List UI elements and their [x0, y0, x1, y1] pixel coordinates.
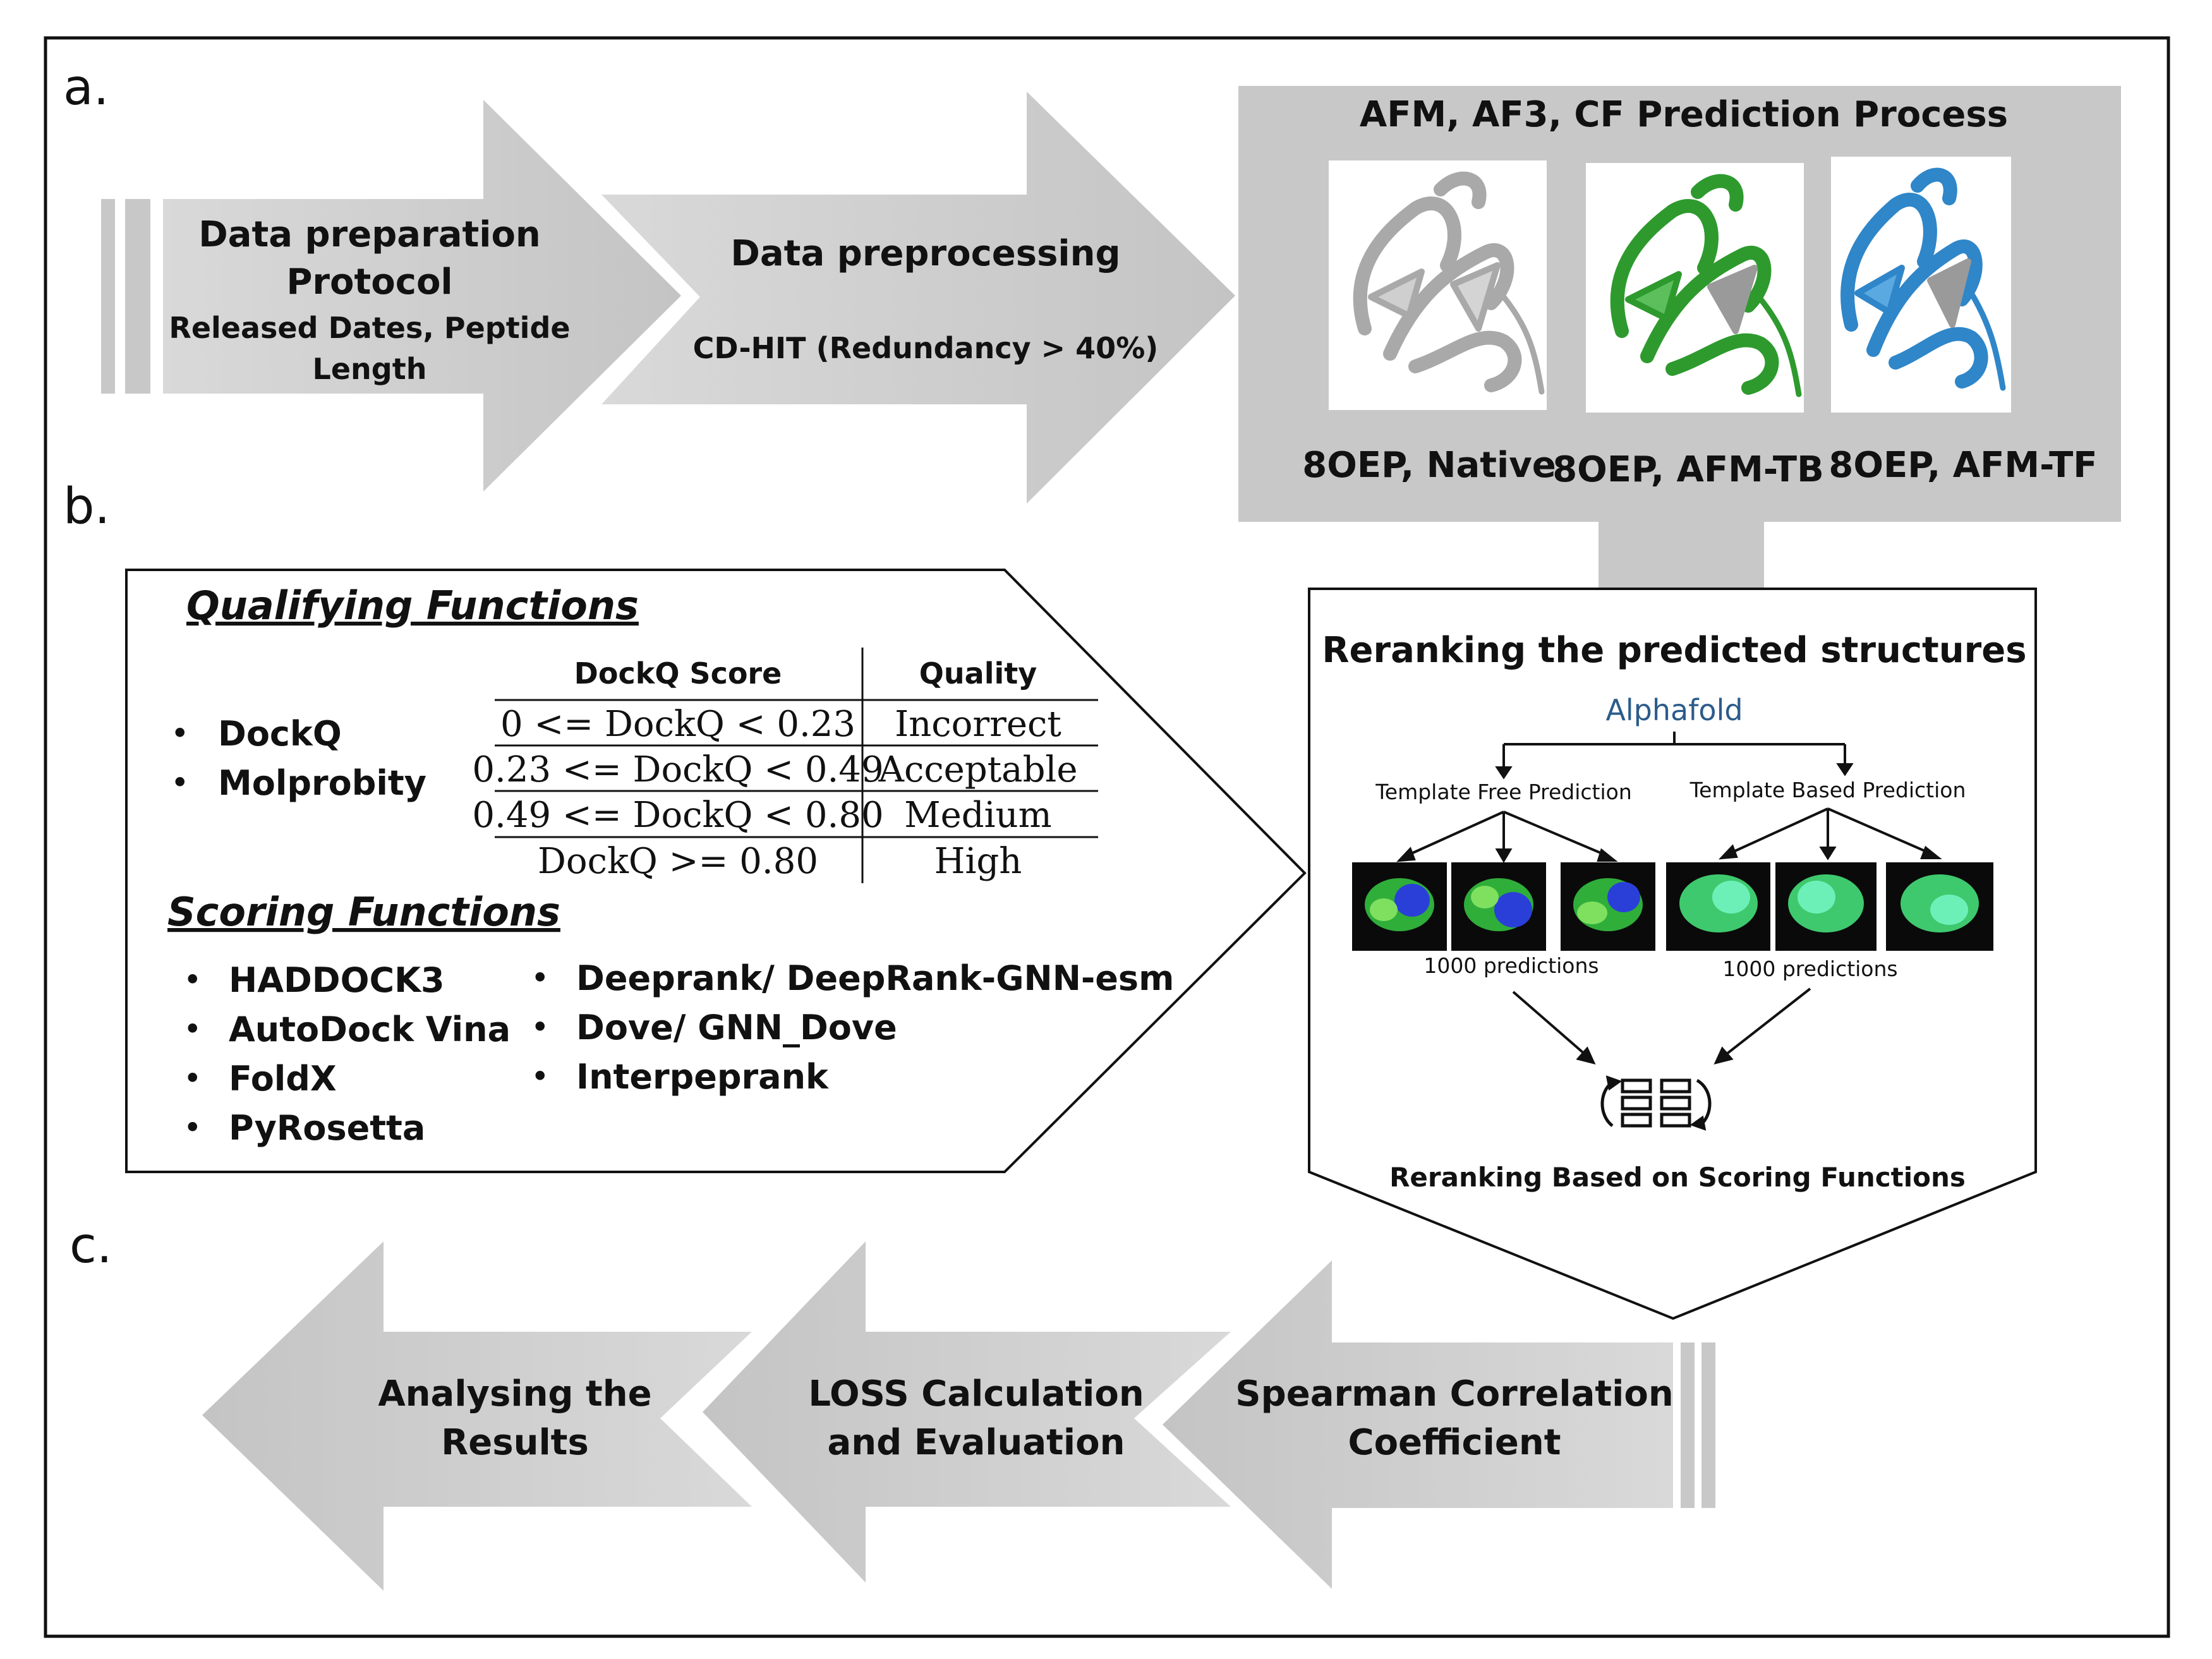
table-cell: 0 <= DockQ < 0.23	[500, 704, 855, 745]
qualifying-item-2: Molprobity	[218, 763, 426, 803]
bullet: •	[183, 1109, 202, 1146]
scoring-item-dove: Dove/ GNN_Dove	[576, 1008, 897, 1047]
template-based-thumbnails	[1666, 862, 1993, 951]
scoring-item-autodock-vina: AutoDock Vina	[229, 1010, 511, 1049]
caption-native: 8OEP, Native	[1302, 445, 1556, 486]
data-preprocessing-title: Data preprocessing	[730, 233, 1120, 274]
scoring-item-foldx: FoldX	[229, 1059, 337, 1099]
scoring-item-pyrosetta: PyRosetta	[229, 1108, 425, 1148]
table-header-quality: Quality	[919, 656, 1037, 691]
spearman-line1: Spearman Correlation	[1235, 1373, 1673, 1415]
spearman-arrow: Spearman Correlation Coefficient	[1163, 1260, 1715, 1589]
data-preparation-line1: Data preparation	[198, 214, 541, 255]
rerank-icon	[1600, 1075, 1712, 1131]
data-preparation-arrow: Data preparation Protocol Released Dates…	[101, 100, 681, 492]
scoring-heading: Scoring Functions	[167, 889, 560, 935]
data-preprocessing-arrow: Data preprocessing CD-HIT (Redundancy > …	[601, 92, 1235, 504]
template-based-label: Template Based Prediction	[1689, 778, 1966, 802]
table-cell: 0.49 <= DockQ < 0.80	[472, 795, 883, 836]
dockq-table: DockQ Score Quality 0 <= DockQ < 0.23 In…	[472, 648, 1098, 883]
label-c: c.	[70, 1217, 112, 1274]
analysing-line2: Results	[441, 1422, 589, 1463]
label-b: b.	[63, 478, 110, 535]
structure-image-afm-tb	[1586, 163, 1804, 413]
bullet: •	[183, 962, 202, 998]
bullet: •	[183, 1060, 202, 1097]
template-free-label: Template Free Prediction	[1375, 780, 1632, 804]
analysing-arrow: Analysing the Results	[202, 1241, 752, 1591]
table-header-score: DockQ Score	[574, 656, 782, 691]
scoring-item-haddock3: HADDOCK3	[229, 960, 445, 1000]
structure-image-afm-tf	[1831, 157, 2011, 413]
alphafold-label: Alphafold	[1605, 693, 1743, 727]
loss-line1: LOSS Calculation	[808, 1373, 1144, 1415]
qualifying-item-1: DockQ	[218, 714, 342, 754]
template-free-thumbnails	[1352, 862, 1655, 951]
prediction-panel: AFM, AF3, CF Prediction Process	[1238, 86, 2121, 588]
spearman-line2: Coefficient	[1348, 1422, 1561, 1463]
analysing-line1: Analysing the	[378, 1373, 651, 1415]
data-preparation-line2: Protocol	[286, 262, 452, 303]
table-cell: High	[934, 841, 1022, 882]
caption-afm-tb: 8OEP, AFM-TB	[1552, 449, 1824, 490]
label-a: a.	[63, 59, 109, 116]
data-preprocessing-subtitle: CD-HIT (Redundancy > 40%)	[693, 331, 1159, 365]
table-cell: Acceptable	[878, 749, 1078, 790]
table-cell: 0.23 <= DockQ < 0.49	[472, 749, 883, 790]
scoring-item-interpeprank: Interpeprank	[576, 1057, 829, 1097]
table-cell: Medium	[904, 795, 1051, 836]
prediction-title: AFM, AF3, CF Prediction Process	[1360, 94, 2008, 135]
bullet: •	[531, 1009, 550, 1046]
reranking-footer: Reranking Based on Scoring Functions	[1389, 1162, 1966, 1193]
table-cell: Incorrect	[895, 704, 1061, 745]
bullet: •	[531, 1058, 550, 1095]
data-preparation-line4: Length	[313, 352, 427, 386]
data-preparation-line3: Released Dates, Peptide	[169, 311, 570, 345]
bullet: •	[531, 960, 550, 996]
bullet-dockq: •	[171, 715, 190, 752]
scoring-item-deeprank: Deeprank/ DeepRank-GNN-esm	[576, 958, 1174, 998]
table-cell: DockQ >= 0.80	[538, 841, 818, 882]
loss-line2: and Evaluation	[828, 1422, 1125, 1463]
structure-image-native	[1329, 160, 1547, 410]
reranking-panel: Reranking the predicted structures Alpha…	[1308, 588, 2037, 1320]
loss-arrow: LOSS Calculation and Evaluation	[703, 1241, 1231, 1583]
qualifying-heading: Qualifying Functions	[186, 582, 639, 629]
template-based-count: 1000 predictions	[1722, 956, 1897, 981]
caption-afm-tf: 8OEP, AFM-TF	[1828, 445, 2097, 486]
bullet-molprobity: •	[171, 764, 190, 801]
template-free-count: 1000 predictions	[1423, 953, 1599, 978]
bullet: •	[183, 1011, 202, 1047]
reranking-title: Reranking the predicted structures	[1322, 630, 2026, 671]
functions-panel: Qualifying Functions • DockQ • Molprobit…	[125, 569, 1307, 1173]
